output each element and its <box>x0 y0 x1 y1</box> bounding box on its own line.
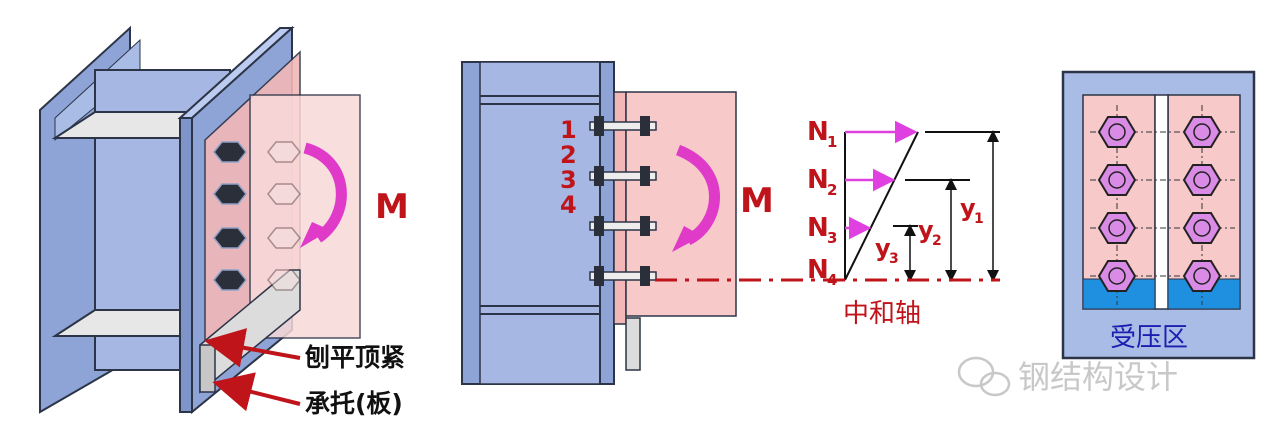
wechat-icon <box>957 356 1011 397</box>
bolt-number-1: 1 <box>560 116 577 144</box>
bolt-icon <box>589 116 657 286</box>
svg-text:2: 2 <box>932 233 942 249</box>
distance-label-y2: y 2 <box>918 216 942 249</box>
compression-zone-label: 受压区 <box>1110 323 1188 353</box>
bolt-number-2: 2 <box>560 141 577 169</box>
moment-label-fig1: M <box>375 187 409 227</box>
svg-text:2: 2 <box>827 181 837 199</box>
bolt-number-3: 3 <box>560 166 577 194</box>
moment-arrow-icon <box>675 144 720 245</box>
watermark: 钢结构设计 <box>957 356 1178 397</box>
force-label-n3: N 3 <box>807 213 837 247</box>
svg-text:1: 1 <box>974 211 984 227</box>
moment-arrowhead <box>672 226 702 252</box>
svg-text:y: y <box>918 216 934 244</box>
bolt-icon <box>213 141 247 291</box>
force-label-n4: N 4 <box>807 255 837 289</box>
figure-2-elevation: 1 2 3 4 M N 1 N 2 N 3 N 4 <box>461 61 1000 385</box>
svg-text:3: 3 <box>827 229 837 247</box>
moment-label-fig2: M <box>740 181 774 221</box>
callout-bracket-label: 承托(板) <box>305 389 403 418</box>
svg-text:N: N <box>807 117 829 147</box>
figure-3-end-plate-view: 受压区 <box>1061 70 1256 360</box>
force-label-n1: N 1 <box>807 117 837 151</box>
bolt-icon <box>267 141 301 291</box>
force-label-n2: N 2 <box>807 165 837 199</box>
neutral-axis-label: 中和轴 <box>843 299 921 329</box>
figure-1-isometric-connection: M 刨平顶紧 承托(板) <box>39 25 409 418</box>
callout-arrow-bracket <box>212 372 301 412</box>
watermark-text: 钢结构设计 <box>1018 358 1178 396</box>
svg-text:y: y <box>875 234 891 262</box>
svg-text:1: 1 <box>827 133 837 151</box>
svg-text:N: N <box>807 165 829 195</box>
svg-text:y: y <box>960 194 976 222</box>
svg-text:N: N <box>807 213 829 243</box>
bolt-icon <box>1097 116 1222 292</box>
distance-label-y1: y 1 <box>960 194 984 227</box>
distance-label-y3: y 3 <box>875 234 899 267</box>
svg-text:3: 3 <box>889 251 899 267</box>
callout-planed-label: 刨平顶紧 <box>304 343 405 372</box>
bolt-number-4: 4 <box>560 191 577 219</box>
callout-arrow-planed <box>204 328 301 368</box>
svg-text:N: N <box>807 255 829 285</box>
moment-arrowhead <box>300 222 330 248</box>
